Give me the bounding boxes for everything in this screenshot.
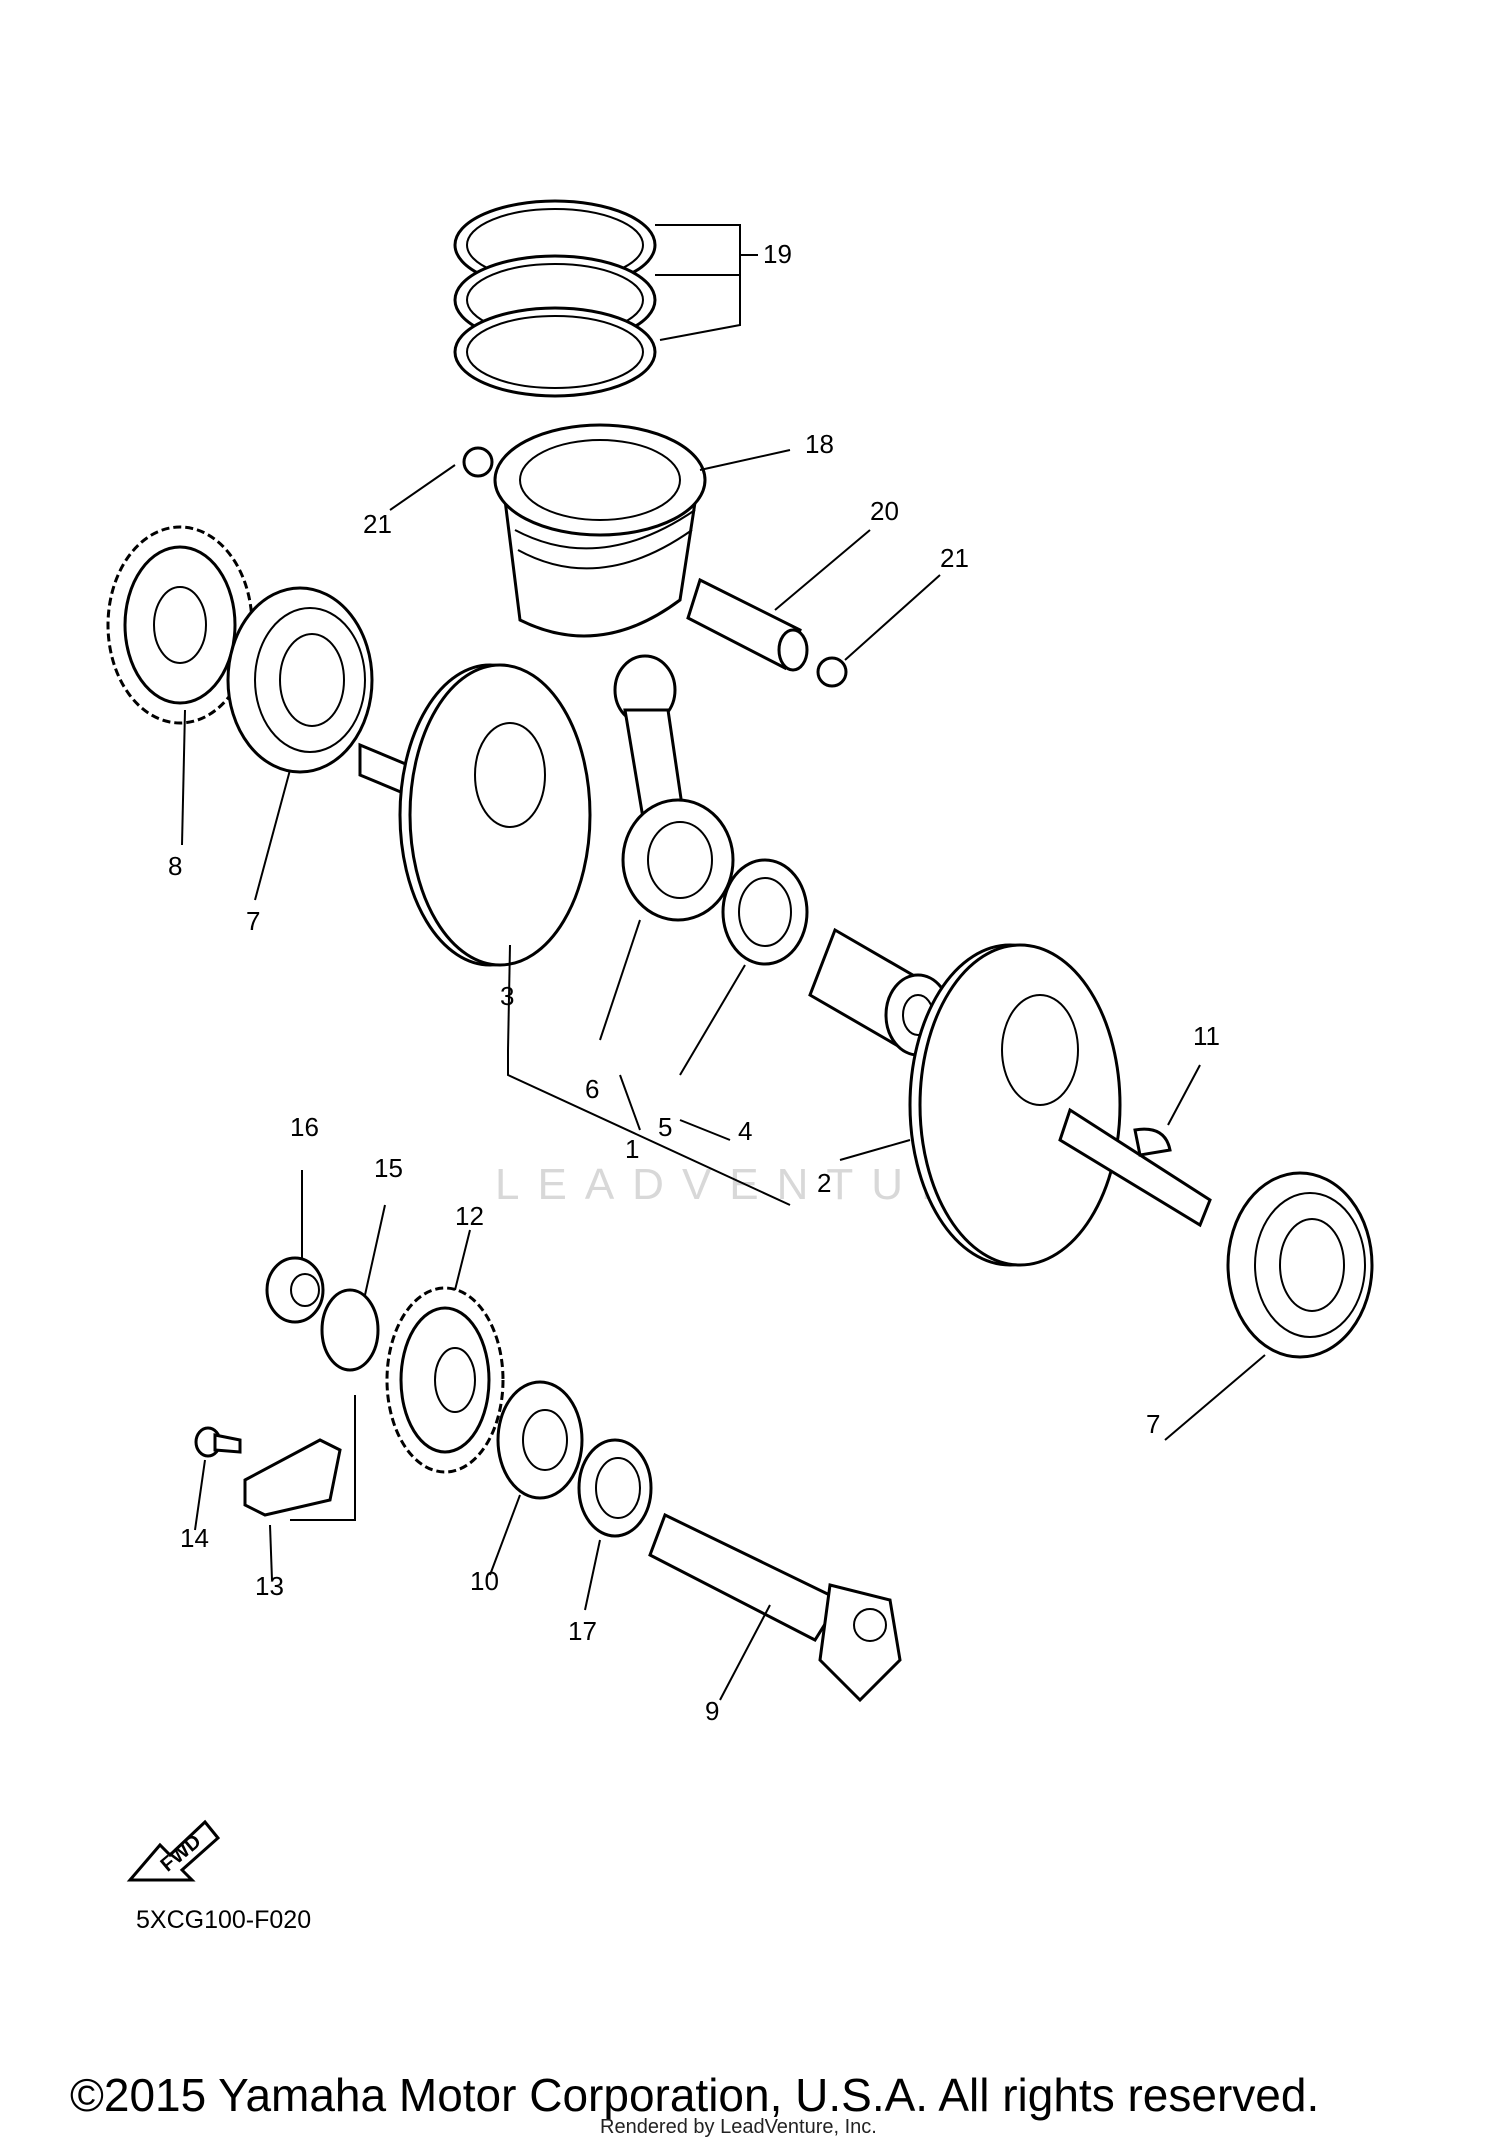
reference-code: 5XCG100-F020 — [136, 1906, 312, 1934]
callout-9: 9 — [705, 1696, 719, 1726]
callout-2: 2 — [817, 1168, 831, 1198]
copyright-text: ©2015 Yamaha Motor Corporation, U.S.A. A… — [70, 2069, 1320, 2121]
bearing-left — [226, 586, 374, 774]
callout-10: 10 — [470, 1566, 499, 1596]
fwd-arrow-icon: FWD — [126, 1819, 221, 1882]
callout-21-right: 21 — [940, 543, 969, 573]
callout-14: 14 — [180, 1523, 209, 1553]
callout-19: 19 — [763, 239, 792, 269]
callout-17: 17 — [568, 1616, 597, 1646]
callout-4: 4 — [738, 1116, 752, 1146]
crank-right-half — [908, 943, 1212, 1267]
piston-rings — [453, 199, 657, 398]
callout-7-right: 7 — [1146, 1409, 1160, 1439]
callout-7-left: 7 — [246, 906, 260, 936]
rendered-by-text: Rendered by LeadVenture, Inc. — [600, 2116, 877, 2138]
callout-8: 8 — [168, 851, 182, 881]
balancer-shaft — [648, 1512, 902, 1703]
callout-16: 16 — [290, 1112, 319, 1142]
callout-21-left: 21 — [363, 509, 392, 539]
callout-20: 20 — [870, 496, 899, 526]
lock-plate — [243, 1438, 342, 1517]
connecting-rod — [613, 654, 735, 922]
piston — [493, 423, 707, 638]
bolt — [194, 1426, 242, 1458]
nut — [265, 1256, 325, 1324]
crank-left-half — [358, 663, 592, 967]
bearing-right — [1226, 1171, 1374, 1359]
needle-bearing — [721, 858, 809, 966]
circlip-right — [816, 656, 848, 688]
callout-15: 15 — [374, 1153, 403, 1183]
callout-18: 18 — [805, 429, 834, 459]
callout-6: 6 — [585, 1074, 599, 1104]
piston-pin — [686, 577, 809, 672]
leader-lines — [181, 224, 1266, 1701]
callout-13: 13 — [255, 1571, 284, 1601]
callouts: 19 18 20 21 21 8 7 3 6 5 1 4 2 11 7 16 1… — [168, 239, 1220, 1726]
callout-5: 5 — [658, 1112, 672, 1142]
circlip-left — [462, 446, 494, 478]
timing-gear — [106, 525, 254, 725]
balancer-gear — [385, 1286, 505, 1474]
callout-12: 12 — [455, 1201, 484, 1231]
balancer-needle-bearing — [577, 1438, 653, 1538]
callout-1: 1 — [625, 1134, 639, 1164]
callout-3: 3 — [500, 981, 514, 1011]
washer — [320, 1288, 380, 1372]
callout-11: 11 — [1193, 1021, 1220, 1051]
woodruff-key — [1133, 1127, 1172, 1157]
balancer-bearing — [496, 1380, 584, 1500]
